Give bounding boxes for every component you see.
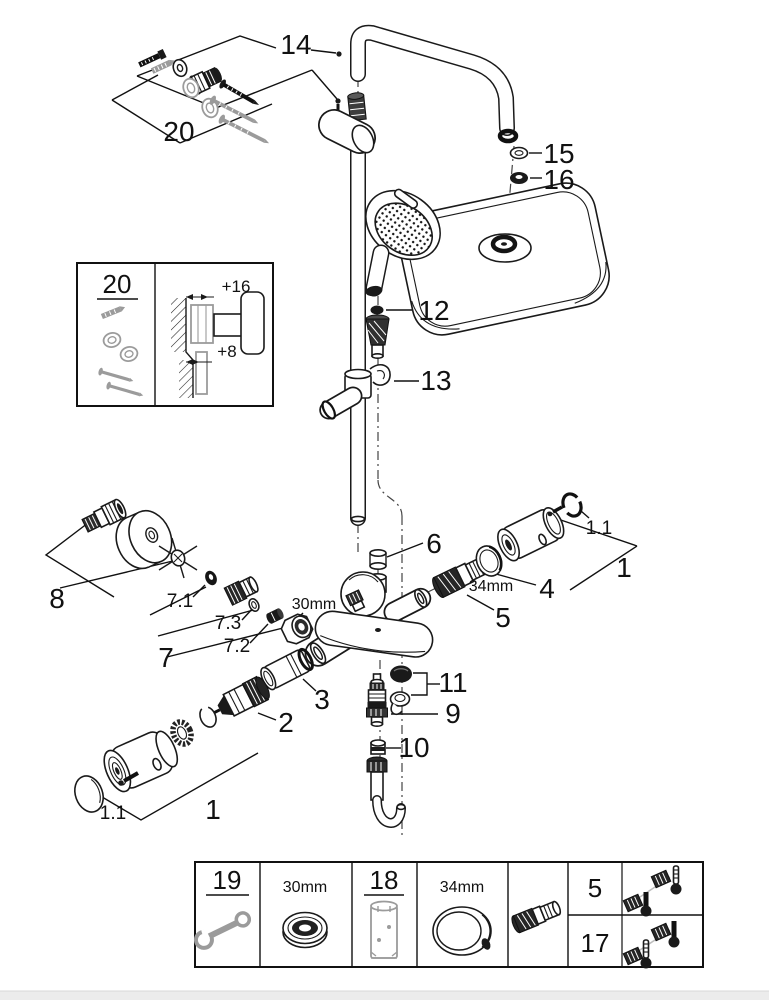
hand-shower-inlet bbox=[365, 285, 383, 297]
part-7-2-piece bbox=[266, 608, 284, 624]
callout-8: 8 bbox=[49, 583, 65, 614]
valve-flange bbox=[340, 571, 386, 617]
thermometer-icon bbox=[640, 939, 652, 969]
callout-1-right: 1 bbox=[616, 552, 632, 583]
mounting-inset-box bbox=[76, 262, 274, 407]
shower-riser-pipe bbox=[350, 24, 519, 526]
part-2-cartridge bbox=[212, 675, 270, 718]
thermostat-valve-body bbox=[304, 571, 434, 667]
escutcheon bbox=[115, 509, 173, 570]
callout-3: 3 bbox=[314, 684, 330, 715]
inset-dim-plus16: +16 bbox=[222, 277, 251, 296]
part-14-fixing-set bbox=[138, 49, 260, 105]
part-11-cap-and-hook bbox=[389, 665, 412, 715]
callout-14: 14 bbox=[280, 29, 311, 60]
callout-6: 6 bbox=[426, 528, 442, 559]
wall-bracket bbox=[318, 92, 376, 154]
part-6-plug bbox=[369, 548, 387, 570]
callout-10: 10 bbox=[398, 732, 429, 763]
legend-5-icons bbox=[622, 865, 682, 917]
callout-5: 5 bbox=[495, 602, 511, 633]
part-4-ring-34mm bbox=[475, 545, 503, 577]
hand-shower bbox=[365, 188, 441, 297]
nut-30mm bbox=[280, 613, 314, 645]
callout-9: 9 bbox=[445, 698, 461, 729]
callout-20-top: 20 bbox=[163, 116, 194, 147]
legend-30mm: 30mm bbox=[283, 879, 327, 896]
star-retainer bbox=[158, 537, 198, 579]
shower-hose bbox=[366, 756, 406, 828]
legend-table: 19 30mm 18 34mm bbox=[193, 861, 704, 969]
dim-30mm: 30mm bbox=[292, 596, 336, 613]
callout-7: 7 bbox=[158, 642, 174, 673]
part-7-seal-kit bbox=[158, 537, 314, 645]
callout-7-2: 7.2 bbox=[224, 636, 250, 657]
part-9-diverter-cartridge bbox=[366, 673, 388, 727]
page-edge-bar bbox=[0, 991, 769, 1000]
legend-19: 19 bbox=[213, 865, 242, 895]
callout-15: 15 bbox=[543, 138, 574, 169]
callout-1-1-right: 1.1 bbox=[586, 518, 612, 539]
handle-body bbox=[103, 730, 179, 793]
thermometer-icon bbox=[670, 865, 682, 895]
thermometer-icon bbox=[640, 892, 652, 917]
inset-label-20: 20 bbox=[103, 269, 132, 299]
head-shower bbox=[398, 182, 610, 336]
callout-7-1: 7.1 bbox=[167, 591, 193, 612]
callout-lines bbox=[44, 35, 638, 821]
nut-30mm-icon bbox=[282, 911, 328, 949]
legend-34mm: 34mm bbox=[440, 879, 484, 896]
legend-5: 5 bbox=[588, 873, 602, 903]
callout-2: 2 bbox=[278, 707, 294, 738]
inset-anchor bbox=[100, 306, 126, 320]
callout-16: 16 bbox=[543, 164, 574, 195]
legend-17: 17 bbox=[581, 928, 610, 958]
part-13-glider bbox=[319, 364, 391, 420]
part-3-tube bbox=[260, 647, 314, 691]
part-1-handle-group bbox=[74, 706, 217, 813]
callout-4: 4 bbox=[539, 573, 555, 604]
part-10-adapter bbox=[370, 739, 386, 755]
valve-right-outlet bbox=[383, 587, 432, 623]
callout-11: 11 bbox=[438, 667, 467, 698]
callout-labels: 14 20 15 16 12 13 6 8 7.1 7.3 7.2 7 30mm… bbox=[49, 29, 632, 825]
part-16-seal bbox=[510, 172, 528, 184]
check-valve-icon bbox=[511, 900, 562, 934]
callout-1-1-bottom: 1.1 bbox=[100, 803, 126, 824]
arm-end-ring bbox=[497, 128, 519, 144]
part-8-union-and-escutcheon bbox=[81, 498, 173, 570]
hand-shower-slot bbox=[393, 188, 419, 209]
callout-12: 12 bbox=[418, 295, 449, 326]
part-1-sleeve-right bbox=[497, 505, 565, 562]
callout-7-3: 7.3 bbox=[215, 613, 241, 634]
legend-17-icons bbox=[622, 921, 680, 969]
inset-wall-hatch-lower bbox=[179, 360, 193, 398]
valve-mini-fitting bbox=[345, 589, 366, 613]
part-20-fixing-set bbox=[150, 59, 270, 144]
part-7-3-insert bbox=[223, 576, 259, 606]
thermometer-icon bbox=[668, 921, 680, 948]
inset-dim-plus8: +8 bbox=[217, 342, 236, 361]
inset-wall-hatch-upper bbox=[171, 298, 186, 352]
callout-13: 13 bbox=[420, 365, 451, 396]
part-1-1-ring-right bbox=[561, 492, 583, 518]
part-15-washer bbox=[509, 146, 529, 160]
dim-34mm: 34mm bbox=[469, 578, 513, 595]
wrench-icon bbox=[193, 911, 252, 950]
part-12-seal-and-nut bbox=[365, 305, 390, 359]
legend-18: 18 bbox=[370, 865, 399, 895]
ring-34mm-icon bbox=[432, 906, 492, 956]
valve-spout bbox=[314, 610, 434, 658]
socket-tool-icon bbox=[370, 900, 398, 959]
part-1-1-cap bbox=[74, 775, 104, 813]
callout-1-bottom: 1 bbox=[205, 794, 221, 825]
